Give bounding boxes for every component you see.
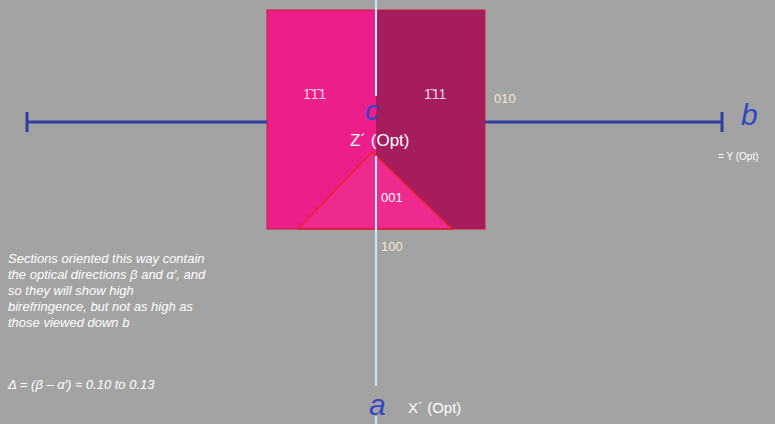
optic-direction: = Y (Opt) <box>718 151 758 163</box>
axis-letter: b <box>741 98 758 133</box>
face-index: 1̄1̄1 <box>303 86 326 102</box>
axis-tick <box>26 112 29 132</box>
face-index: 001 <box>381 191 403 206</box>
a-axis-line <box>375 156 377 386</box>
note-text: Sections oriented this way contain the o… <box>8 251 216 331</box>
axis-tick <box>721 112 724 132</box>
optic-direction: Z´ (Opt) <box>350 131 410 151</box>
face-index: 010 <box>494 92 516 107</box>
b-axis-line <box>485 121 722 124</box>
optic-direction: X´ (Opt) <box>408 399 461 416</box>
face-index: 100 <box>381 240 403 255</box>
axis-letter: c <box>365 95 379 127</box>
b-axis-line <box>27 121 267 124</box>
note-formula: Δ = (β – α′) ≈ 0.10 to 0.13 <box>8 378 154 393</box>
axis-letter: a <box>369 388 386 423</box>
a-axis-line <box>375 0 377 96</box>
right-face <box>376 10 485 229</box>
face-index: 1̄11 <box>424 86 446 102</box>
